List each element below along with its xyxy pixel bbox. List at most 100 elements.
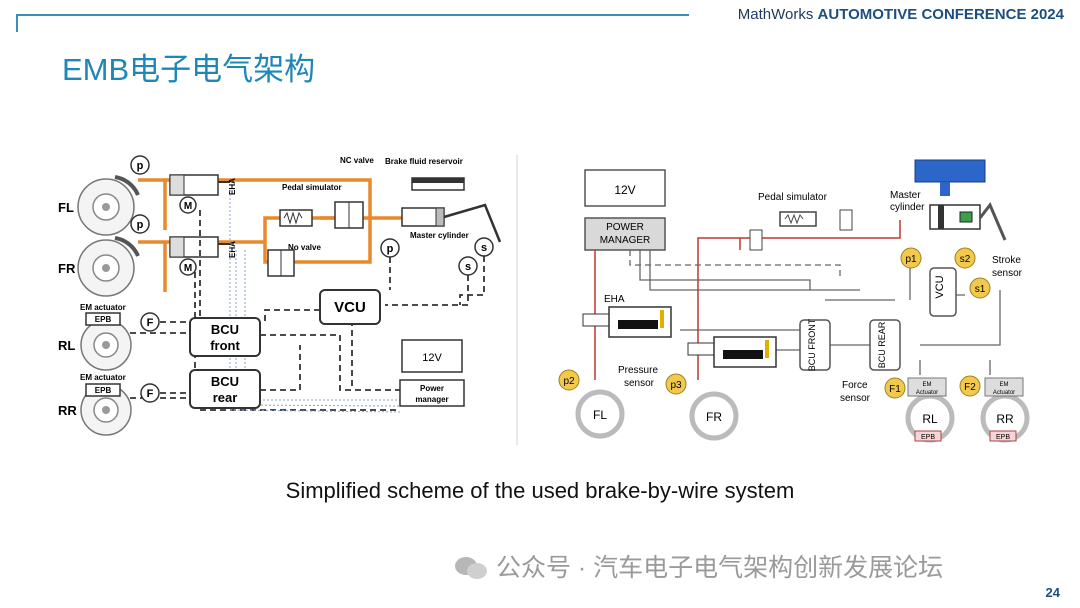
left-pedal-simulator: Pedal simulator — [279, 183, 342, 227]
left-bcu-rear: BCU rear — [189, 369, 261, 409]
label-rr: RR — [58, 403, 77, 418]
svg-text:Pedal simulator: Pedal simulator — [758, 192, 828, 203]
left-battery: 12V — [401, 339, 463, 373]
svg-text:EPB: EPB — [996, 434, 1010, 441]
right-reservoir — [914, 159, 986, 196]
svg-text:FL: FL — [593, 408, 607, 422]
right-eha-front: EHA — [582, 294, 672, 338]
svg-text:p2: p2 — [563, 376, 575, 387]
left-wheel-fl — [77, 175, 140, 236]
svg-text:12V: 12V — [614, 183, 635, 197]
left-brake-fluid-reservoir: Brake fluid reservoir — [385, 157, 465, 191]
right-power-manager: POWER MANAGER — [584, 217, 666, 251]
eha-label: EHA — [228, 241, 237, 258]
svg-text:RR: RR — [996, 412, 1014, 426]
figure-caption: Simplified scheme of the used brake-by-w… — [285, 478, 795, 503]
mc-text1: Master — [890, 190, 921, 201]
dashed-line — [629, 250, 841, 280]
svg-text:p: p — [137, 219, 144, 231]
right-wheel-rl: RL EM Actuator EPB — [905, 377, 955, 443]
left-figure: FL FR RL RR M EHA M EHA — [58, 155, 502, 436]
page-number: 24 — [1045, 585, 1060, 600]
right-sensor-f1: F1 — [884, 377, 906, 399]
label-fr: FR — [58, 261, 76, 276]
right-sensor-p2: p2 — [558, 369, 580, 391]
bcu-rear-text2: rear — [213, 390, 238, 405]
svg-text:F: F — [147, 317, 154, 329]
right-sensor-p3: p3 — [665, 373, 687, 395]
header-rule-tick — [16, 14, 18, 32]
wechat-icon — [452, 548, 453, 549]
bcu-rear-text: BCU — [211, 374, 239, 389]
svg-text:s: s — [481, 242, 487, 254]
svg-text:12V: 12V — [422, 352, 442, 364]
slide-title: EMB电子电气架构 — [62, 52, 316, 87]
svg-text:BCU REAR: BCU REAR — [877, 321, 887, 368]
eha-front-left: M EHA — [169, 174, 237, 214]
right-vcu: VCU — [929, 267, 957, 317]
mc-text2: cylinder — [890, 202, 925, 213]
svg-text:p: p — [137, 160, 144, 172]
svg-text:EM actuator: EM actuator — [80, 373, 126, 382]
label-fl: FL — [58, 200, 74, 215]
eha-front-right: M EHA — [169, 236, 237, 276]
svg-text:s1: s1 — [975, 284, 986, 295]
svg-text:p1: p1 — [905, 254, 917, 265]
power-manager-text: Power — [420, 384, 444, 393]
conference-banner: MathWorks AUTOMOTIVE CONFERENCE 2024 — [738, 6, 1064, 23]
pressure-text2: sensor — [624, 378, 655, 389]
left-power-manager: Power manager — [399, 379, 465, 407]
svg-text:F2: F2 — [964, 382, 976, 393]
left-pressure-sensor-2: p — [130, 214, 150, 234]
svg-text:F: F — [147, 388, 154, 400]
svg-text:F1: F1 — [889, 384, 901, 395]
svg-text:Master cylinder: Master cylinder — [410, 231, 469, 240]
svg-text:EPB: EPB — [95, 315, 112, 324]
power-manager-text2: manager — [415, 395, 448, 404]
left-em-actuator-rl: EM actuator EPB F — [80, 303, 160, 332]
left-stroke-sensor-1: s — [474, 237, 494, 257]
left-nc-valve: NC valve — [334, 156, 374, 229]
motor-label: M — [184, 201, 192, 212]
svg-text:FR: FR — [706, 410, 722, 424]
svg-text:EM actuator: EM actuator — [80, 303, 126, 312]
left-em-actuator-rr: EM actuator EPB F — [80, 373, 160, 403]
right-bcu-rear: BCU REAR — [869, 319, 901, 371]
stroke-text2: sensor — [992, 268, 1023, 279]
svg-text:EPB: EPB — [95, 386, 112, 395]
svg-text:Brake fluid reservoir: Brake fluid reservoir — [385, 157, 463, 166]
eha-label: EHA — [228, 178, 237, 195]
right-sensor-p1: p1 — [900, 247, 922, 269]
em-text2: Actuator — [916, 390, 938, 396]
right-sensor-f2: F2 — [959, 375, 981, 397]
svg-text:s2: s2 — [960, 254, 971, 265]
em-text1: EM — [923, 382, 932, 388]
pressure-text1: Pressure — [618, 365, 658, 376]
svg-text:EHA: EHA — [604, 294, 625, 305]
left-bcu-front: BCU front — [189, 317, 261, 357]
right-bcu-front: BCU FRONT — [799, 318, 831, 371]
watermark-text: 公众号 · 汽车电子电气架构创新发展论坛 — [495, 554, 944, 582]
left-wheel-fr — [77, 236, 140, 297]
em-text4: Actuator — [993, 390, 1015, 396]
watermark: 公众号 · 汽车电子电气架构创新发展论坛 — [455, 548, 943, 584]
svg-text:p: p — [387, 243, 394, 255]
pm-text1: POWER — [606, 222, 644, 233]
em-text3: EM — [1000, 382, 1009, 388]
svg-text:Pedal simulator: Pedal simulator — [282, 183, 342, 192]
left-no-valve: No valve — [267, 243, 321, 277]
right-eha-rear — [687, 336, 777, 368]
svg-text:VCU: VCU — [934, 275, 946, 298]
svg-text:No valve: No valve — [288, 243, 321, 252]
left-stroke-sensor-2: s — [458, 256, 478, 276]
svg-text:NC valve: NC valve — [340, 156, 374, 165]
svg-text:s: s — [465, 261, 471, 273]
brand-name: MathWorks — [737, 6, 814, 23]
wechat-icon — [455, 555, 489, 581]
pm-text2: MANAGER — [600, 235, 651, 246]
left-master-cylinder: Master cylinder — [401, 203, 502, 243]
right-sensor-s1: s1 — [969, 277, 991, 299]
stroke-text1: Stroke — [992, 255, 1021, 266]
svg-text:RL: RL — [922, 412, 938, 426]
bcu-front-text: BCU — [211, 322, 239, 337]
